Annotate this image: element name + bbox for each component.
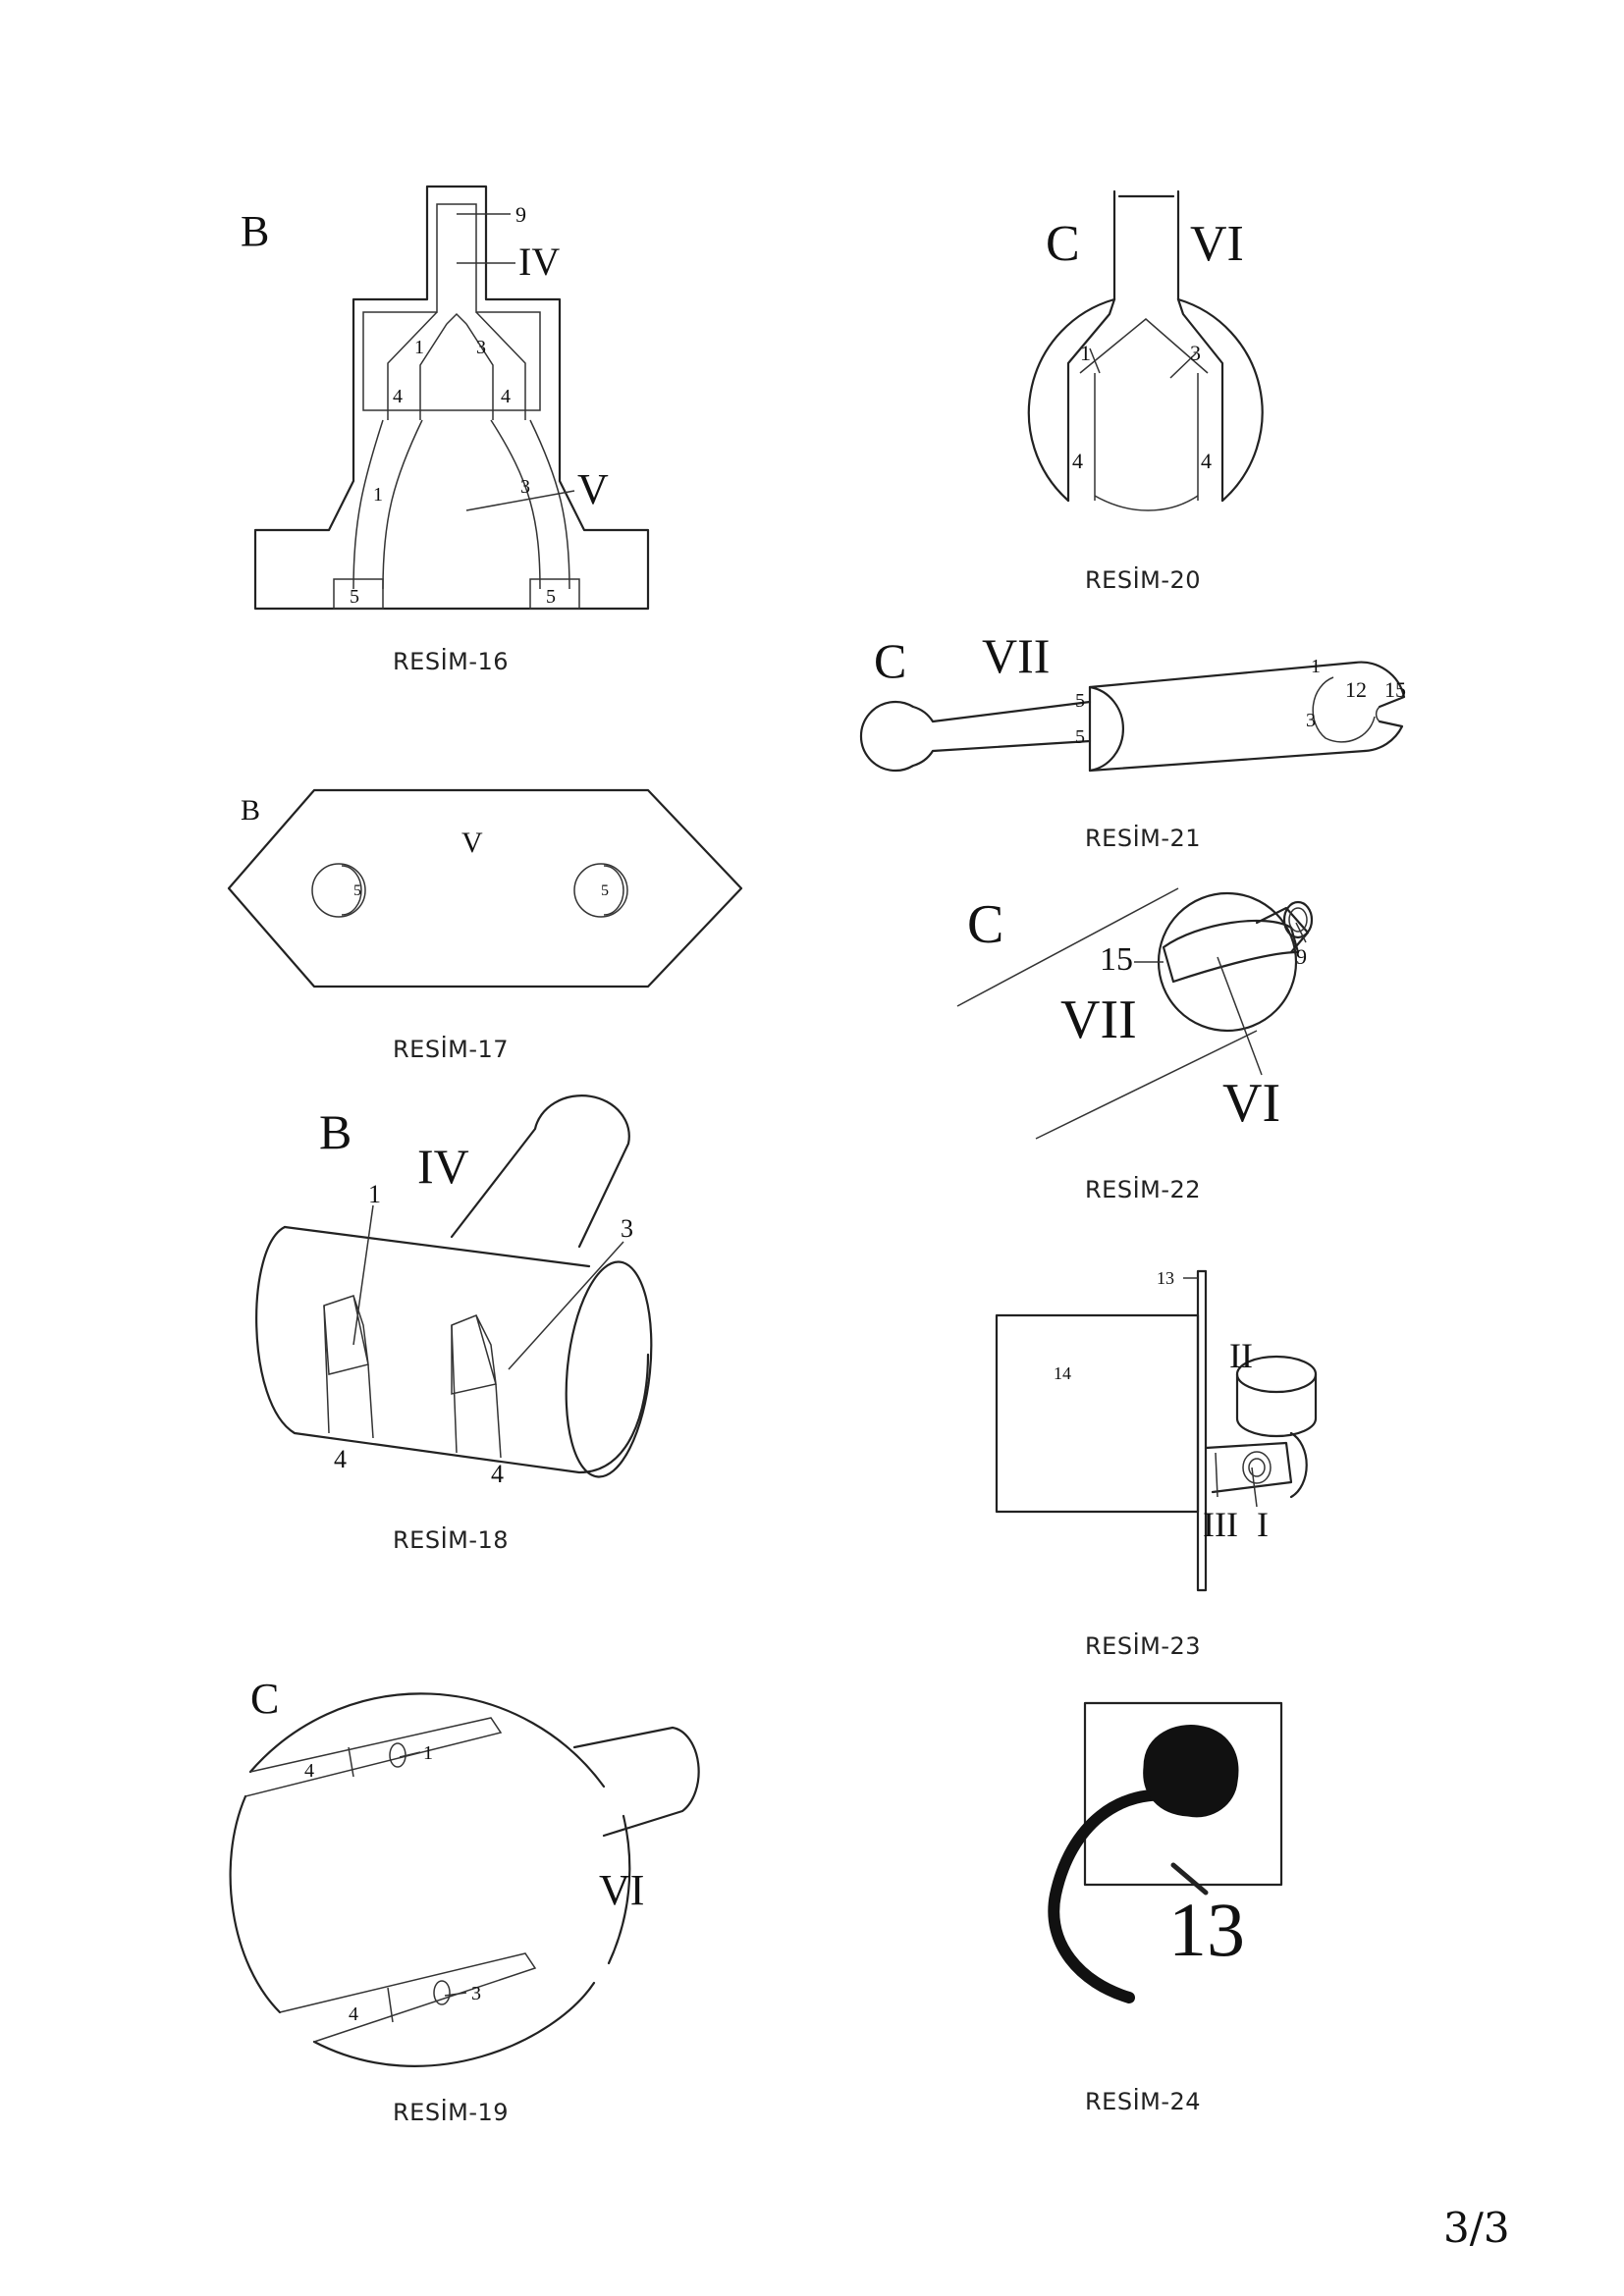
figure-22: C 15 9 VII VI (952, 883, 1365, 1148)
figure-23-drawing: 13 14 II III I (995, 1268, 1318, 1592)
label-C: C (874, 633, 906, 688)
caption-22: RESİM-22 (1085, 1176, 1202, 1203)
label-14: 14 (1054, 1363, 1071, 1383)
label-1: 1 (368, 1180, 381, 1208)
figure-19: C 4 1 4 3 VI (229, 1669, 702, 2071)
caption-18: RESİM-18 (393, 1526, 510, 1554)
label-VI: VI (1222, 1073, 1280, 1134)
label-3: 3 (476, 337, 486, 358)
label-13: 13 (1157, 1268, 1174, 1288)
label-5: 5 (546, 586, 556, 608)
label-VI: VI (599, 1866, 644, 1914)
label-5: 5 (601, 882, 609, 899)
figure-24: 13 (1021, 1698, 1306, 2003)
label-4: 4 (1072, 449, 1083, 473)
label-5: 5 (1075, 690, 1085, 712)
caption-16: RESİM-16 (393, 648, 510, 675)
label-5: 5 (353, 882, 361, 899)
caption-24: RESİM-24 (1085, 2088, 1202, 2115)
label-IV: IV (417, 1139, 469, 1194)
figure-19-drawing: C 4 1 4 3 VI (229, 1675, 700, 2067)
page-number: 3/3 (1443, 2204, 1510, 2252)
label-1: 1 (1080, 341, 1091, 365)
label-VII: VII (1060, 989, 1137, 1050)
figure-17: B V 5 5 (226, 785, 746, 991)
label-4: 4 (304, 1760, 314, 1782)
label-B: B (319, 1104, 352, 1159)
figure-23: 13 14 II III I (992, 1256, 1318, 1600)
label-B: B (241, 207, 269, 255)
label-1: 1 (1311, 656, 1321, 677)
label-1: 1 (414, 337, 424, 358)
label-VII: VII (982, 628, 1050, 683)
label-1: 1 (423, 1742, 433, 1764)
label-5: 5 (1075, 726, 1085, 748)
label-9: 9 (1296, 944, 1307, 969)
label-B: B (241, 794, 260, 827)
label-4: 4 (1201, 449, 1212, 473)
figure-16: B 9 IV 1 3 4 4 1 3 V 5 5 (241, 185, 658, 618)
caption-20: RESİM-20 (1085, 566, 1202, 594)
figure-20-drawing: C VI 1 3 4 4 (1027, 189, 1264, 511)
figure-24-drawing: 13 (1048, 1701, 1283, 2003)
figure-22-drawing: C 15 9 VII VI (956, 887, 1314, 1140)
label-4: 4 (501, 386, 511, 407)
figure-20: C VI 1 3 4 4 (1021, 189, 1296, 535)
figure-18: B IV 1 3 4 4 (255, 1095, 668, 1492)
label-12: 12 (1345, 677, 1367, 702)
label-V: V (461, 827, 483, 859)
figure-21: C VII 5 5 1 3 12 15 (859, 628, 1434, 785)
figure-17-drawing: B V 5 5 (227, 788, 743, 988)
label-VI: VI (1190, 216, 1244, 272)
figure-21-drawing: C VII 5 5 1 3 12 15 (859, 628, 1406, 773)
label-I: I (1257, 1505, 1269, 1544)
caption-21: RESİM-21 (1085, 825, 1202, 852)
label-V: V (577, 465, 609, 513)
label-II: II (1229, 1336, 1253, 1375)
figure-18-drawing: B IV 1 3 4 4 (255, 1095, 653, 1488)
label-3: 3 (1306, 710, 1316, 731)
label-4: 4 (349, 2003, 358, 2025)
label-4: 4 (334, 1445, 347, 1473)
label-13: 13 (1168, 1887, 1245, 1972)
label-C: C (250, 1675, 279, 1723)
label-4: 4 (491, 1460, 504, 1488)
label-C: C (967, 894, 1003, 955)
label-IV: IV (518, 240, 560, 284)
label-1: 1 (373, 484, 383, 506)
caption-23: RESİM-23 (1085, 1632, 1202, 1660)
caption-17: RESİM-17 (393, 1036, 510, 1063)
label-3: 3 (520, 476, 530, 498)
label-3: 3 (471, 1983, 481, 2004)
label-15: 15 (1384, 677, 1406, 702)
label-4: 4 (393, 386, 403, 407)
figure-16-drawing: B 9 IV 1 3 4 4 1 3 V 5 5 (241, 185, 650, 611)
label-9: 9 (515, 202, 526, 227)
label-C: C (1046, 216, 1080, 272)
label-15: 15 (1100, 941, 1133, 978)
label-III: III (1203, 1505, 1238, 1544)
label-3: 3 (621, 1214, 633, 1243)
label-3: 3 (1190, 341, 1201, 365)
label-5: 5 (350, 586, 359, 608)
caption-19: RESİM-19 (393, 2099, 510, 2126)
